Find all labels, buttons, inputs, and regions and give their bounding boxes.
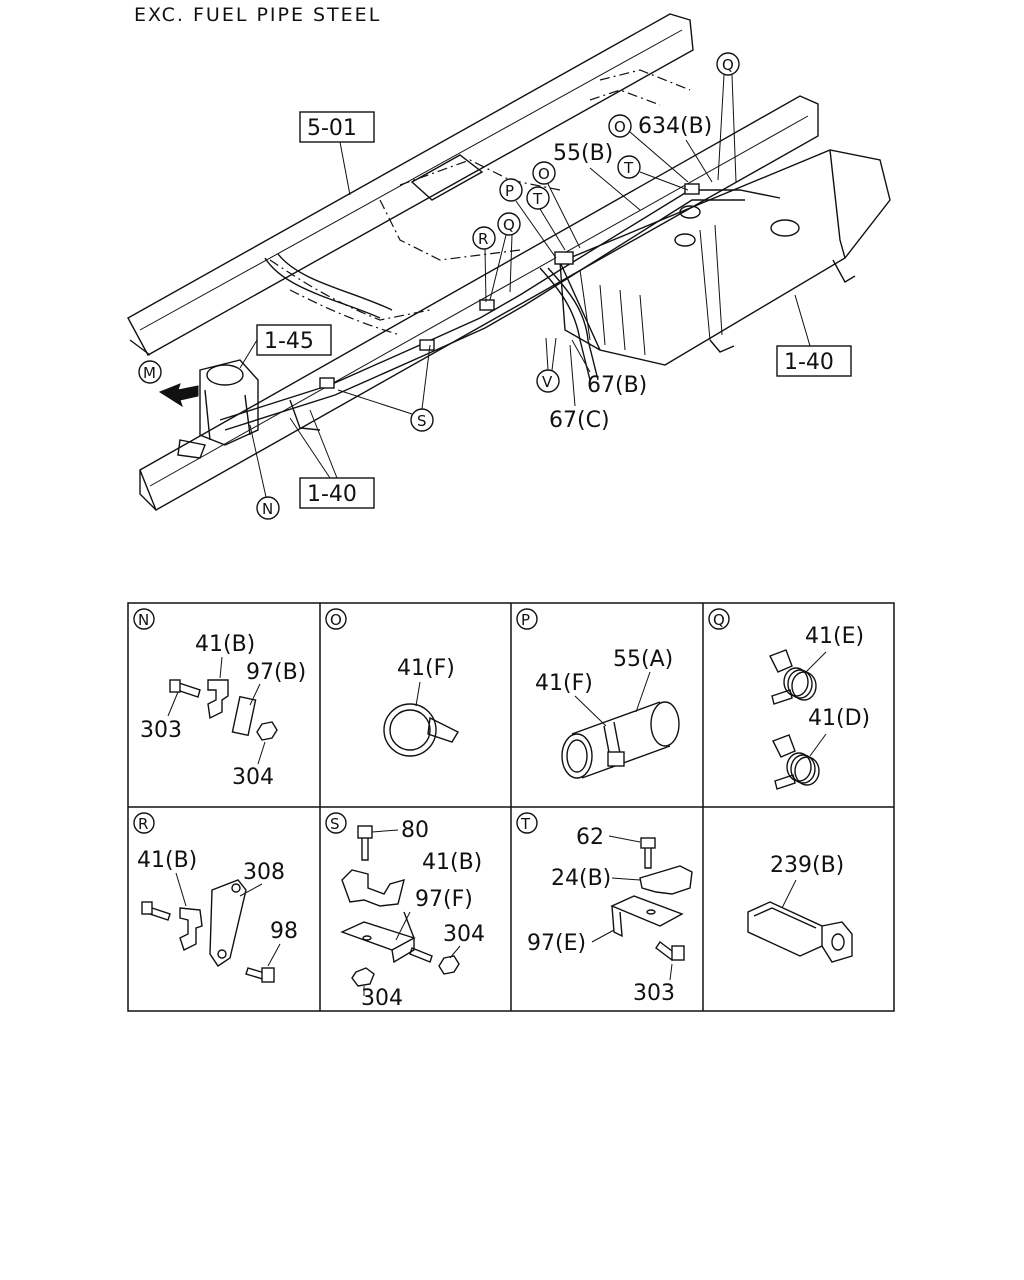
svg-text:P: P bbox=[505, 182, 514, 200]
direction-arrow-icon bbox=[158, 383, 199, 408]
diagram-title: EXC. FUEL PIPE STEEL bbox=[134, 4, 381, 26]
ref-box-5-01: 5-01 bbox=[299, 111, 375, 196]
svg-text:41(F): 41(F) bbox=[397, 656, 455, 681]
svg-text:304: 304 bbox=[361, 986, 403, 1011]
callout-t-mid: T bbox=[526, 186, 566, 251]
detail-grid bbox=[127, 602, 895, 1012]
callout-r-mid: R bbox=[472, 226, 496, 303]
svg-text:1-40: 1-40 bbox=[307, 482, 357, 507]
svg-text:303: 303 bbox=[633, 981, 675, 1006]
svg-text:O: O bbox=[538, 165, 550, 183]
svg-text:P: P bbox=[521, 611, 530, 629]
frame-rail-near bbox=[127, 13, 694, 356]
svg-text:97(F): 97(F) bbox=[415, 887, 473, 912]
part-label-55b: 55(B) bbox=[553, 141, 613, 166]
fuel-tank bbox=[559, 149, 891, 366]
part-label-634b: 634(B) bbox=[638, 114, 712, 139]
callout-n: N bbox=[249, 424, 280, 520]
fuel-pipes bbox=[219, 183, 781, 431]
cross-members bbox=[264, 69, 691, 336]
svg-text:41(B): 41(B) bbox=[195, 632, 255, 657]
svg-text:41(B): 41(B) bbox=[422, 850, 482, 875]
svg-text:304: 304 bbox=[443, 922, 485, 947]
detail-cell-239b: 239(B) bbox=[747, 853, 853, 963]
svg-text:303: 303 bbox=[140, 718, 182, 743]
svg-text:80: 80 bbox=[401, 818, 429, 843]
detail-cell-r: R 41(B) 308 98 bbox=[133, 812, 298, 983]
svg-text:98: 98 bbox=[270, 919, 298, 944]
ref-box-1-40-pipe: 1-40 bbox=[289, 409, 375, 509]
svg-text:S: S bbox=[417, 412, 427, 430]
svg-text:R: R bbox=[478, 230, 488, 248]
part-label-67b: 67(B) bbox=[587, 373, 647, 398]
frame-rail-far bbox=[139, 95, 819, 512]
svg-text:41(F): 41(F) bbox=[535, 671, 593, 696]
detail-cell-s: S 80 41(B) 97(F) 304 304 bbox=[325, 812, 485, 1011]
svg-text:Q: Q bbox=[503, 216, 515, 234]
svg-text:M: M bbox=[143, 364, 156, 382]
callout-o-top: O bbox=[608, 114, 689, 183]
svg-text:97(B): 97(B) bbox=[246, 660, 306, 685]
svg-text:97(E): 97(E) bbox=[527, 931, 586, 956]
ref-box-1-40-tank: 1-40 bbox=[776, 294, 852, 377]
svg-text:Q: Q bbox=[722, 56, 734, 74]
svg-text:41(D): 41(D) bbox=[808, 706, 870, 731]
callout-o-mid: O bbox=[532, 161, 581, 249]
svg-text:239(B): 239(B) bbox=[770, 853, 844, 878]
svg-text:V: V bbox=[542, 373, 553, 391]
svg-text:N: N bbox=[262, 500, 273, 518]
svg-text:5-01: 5-01 bbox=[307, 116, 357, 141]
svg-text:O: O bbox=[330, 611, 342, 629]
svg-text:T: T bbox=[532, 190, 543, 208]
svg-text:T: T bbox=[520, 815, 531, 833]
main-assembly-view: 5-01 1-45 1-40 1-40 Q O bbox=[127, 13, 891, 520]
ref-box-1-45: 1-45 bbox=[239, 324, 332, 369]
svg-text:R: R bbox=[138, 815, 148, 833]
svg-text:1-45: 1-45 bbox=[264, 329, 314, 354]
fuel-filter-assembly bbox=[158, 359, 259, 459]
detail-cell-o: O 41(F) bbox=[325, 608, 459, 757]
detail-cell-t: T 62 24(B) 97(E) 303 bbox=[516, 812, 693, 1006]
callout-q-top: Q bbox=[716, 52, 740, 183]
svg-text:1-40: 1-40 bbox=[784, 350, 834, 375]
svg-text:24(B): 24(B) bbox=[551, 866, 611, 891]
callout-t-top: T bbox=[617, 155, 689, 191]
svg-text:41(B): 41(B) bbox=[137, 848, 197, 873]
detail-cell-n: N 41(B) 97(B) 303 304 bbox=[133, 608, 306, 790]
detail-cell-q: Q 41(E) 41(D) bbox=[708, 608, 870, 790]
svg-text:N: N bbox=[138, 611, 149, 629]
svg-text:O: O bbox=[614, 118, 626, 136]
svg-text:308: 308 bbox=[243, 860, 285, 885]
callout-m: M bbox=[138, 360, 162, 384]
callout-p-mid: P bbox=[499, 178, 557, 259]
callout-v: V bbox=[536, 337, 560, 393]
svg-text:T: T bbox=[623, 159, 634, 177]
detail-cell-p: P 41(F) 55(A) bbox=[516, 608, 680, 779]
callout-s: S bbox=[337, 344, 434, 432]
callout-q-mid: Q bbox=[489, 212, 521, 301]
part-label-67c: 67(C) bbox=[549, 408, 610, 433]
svg-text:41(E): 41(E) bbox=[805, 624, 864, 649]
svg-text:62: 62 bbox=[576, 825, 604, 850]
svg-text:304: 304 bbox=[232, 765, 274, 790]
svg-text:S: S bbox=[330, 815, 340, 833]
svg-text:Q: Q bbox=[713, 611, 725, 629]
svg-text:55(A): 55(A) bbox=[613, 647, 673, 672]
